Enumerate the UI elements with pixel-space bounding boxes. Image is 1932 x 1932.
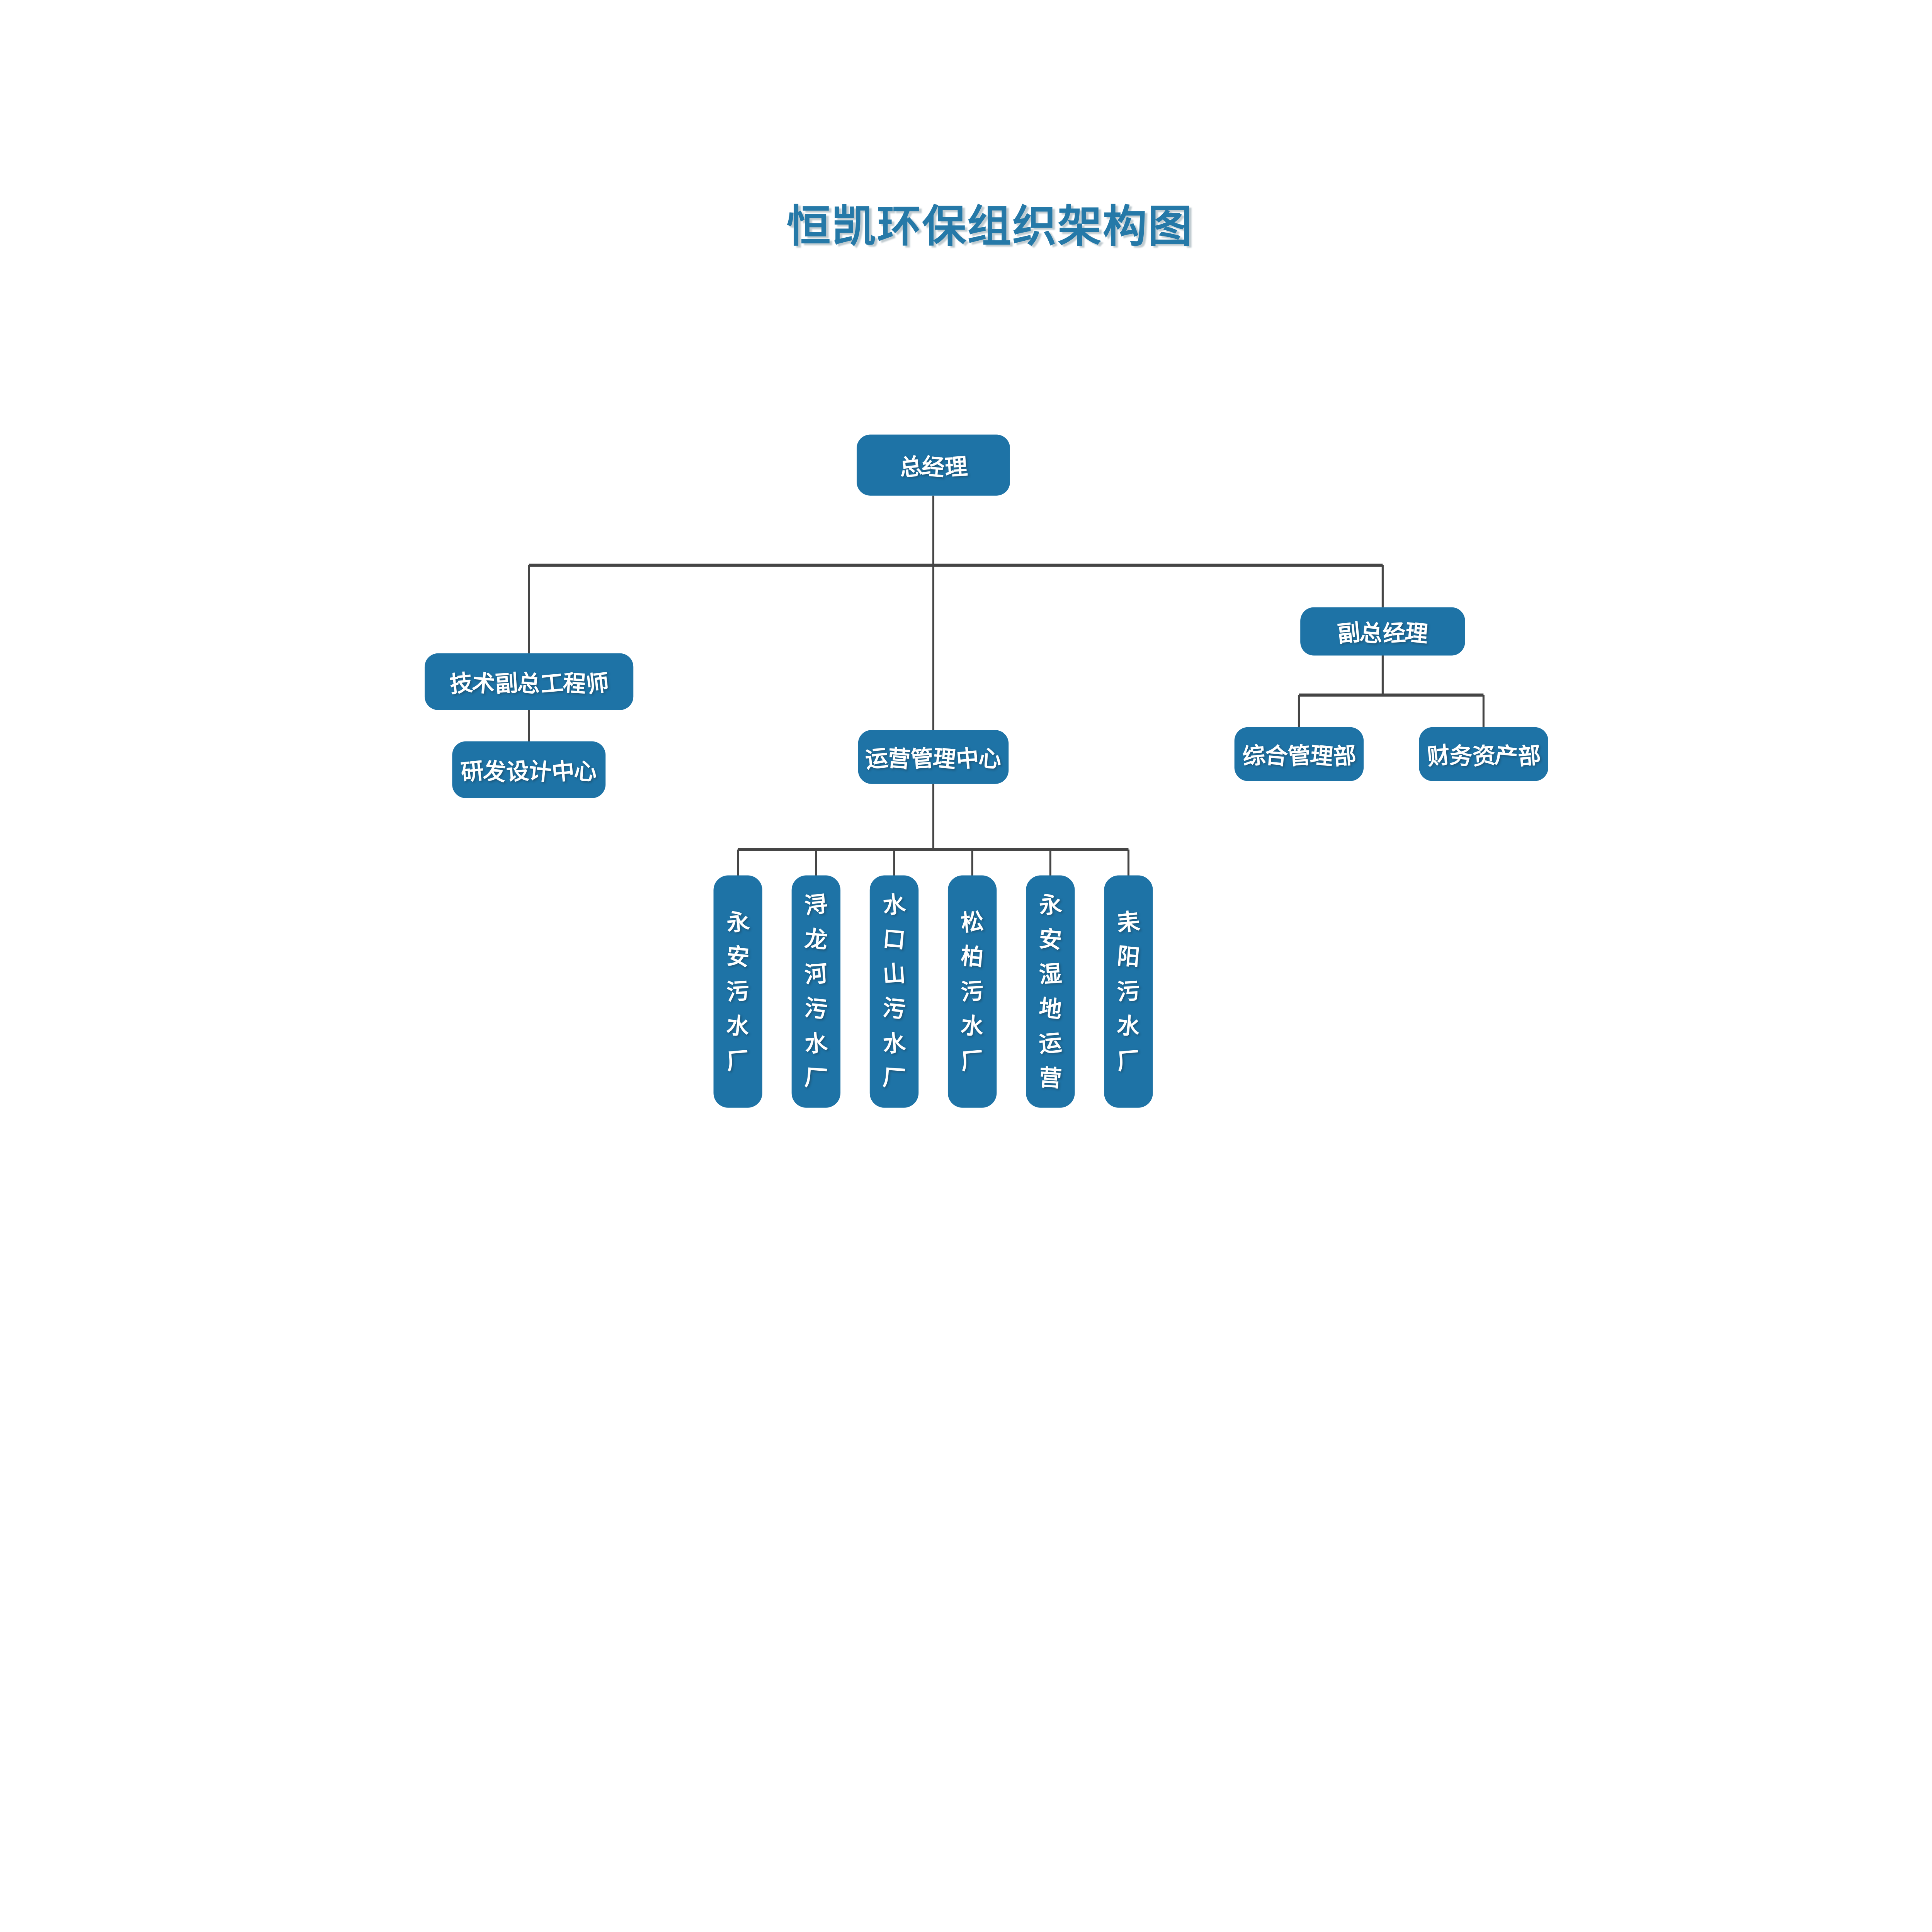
node-general-manager: 总经理	[856, 434, 1010, 496]
node-deputy-general-manager: 副总经理	[1300, 607, 1465, 656]
node-finance-assets-dept: 财务资产部	[1419, 727, 1548, 781]
node-yongan-sewage-plant: 永安污水厂	[713, 875, 762, 1108]
node-shuikoushan-sewage-plant: 水口山污水厂	[869, 875, 919, 1108]
node-leiyang-sewage-plant: 耒阳污水厂	[1104, 875, 1153, 1108]
node-songbai-sewage-plant: 松柏污水厂	[947, 875, 997, 1108]
node-admin-dept: 综合管理部	[1234, 727, 1364, 781]
connector-lines	[528, 495, 1485, 876]
node-yongan-wetland-operations: 永安湿地运营	[1026, 875, 1075, 1108]
node-xunlonghe-sewage-plant: 浔龙河污水厂	[791, 875, 841, 1108]
node-tech-deputy-chief-engineer: 技术副总工程师	[424, 653, 634, 710]
node-operations-management-center: 运营管理中心	[858, 730, 1009, 784]
chart-title: 恒凯环保组织架构图	[786, 201, 1193, 251]
node-rd-design-center: 研发设计中心	[452, 741, 606, 798]
org-chart-page: 恒凯环保组织架构图 总经理 技术副总工程师 运营管理中心 副总经理 研发设计中心…	[424, 201, 1548, 1108]
